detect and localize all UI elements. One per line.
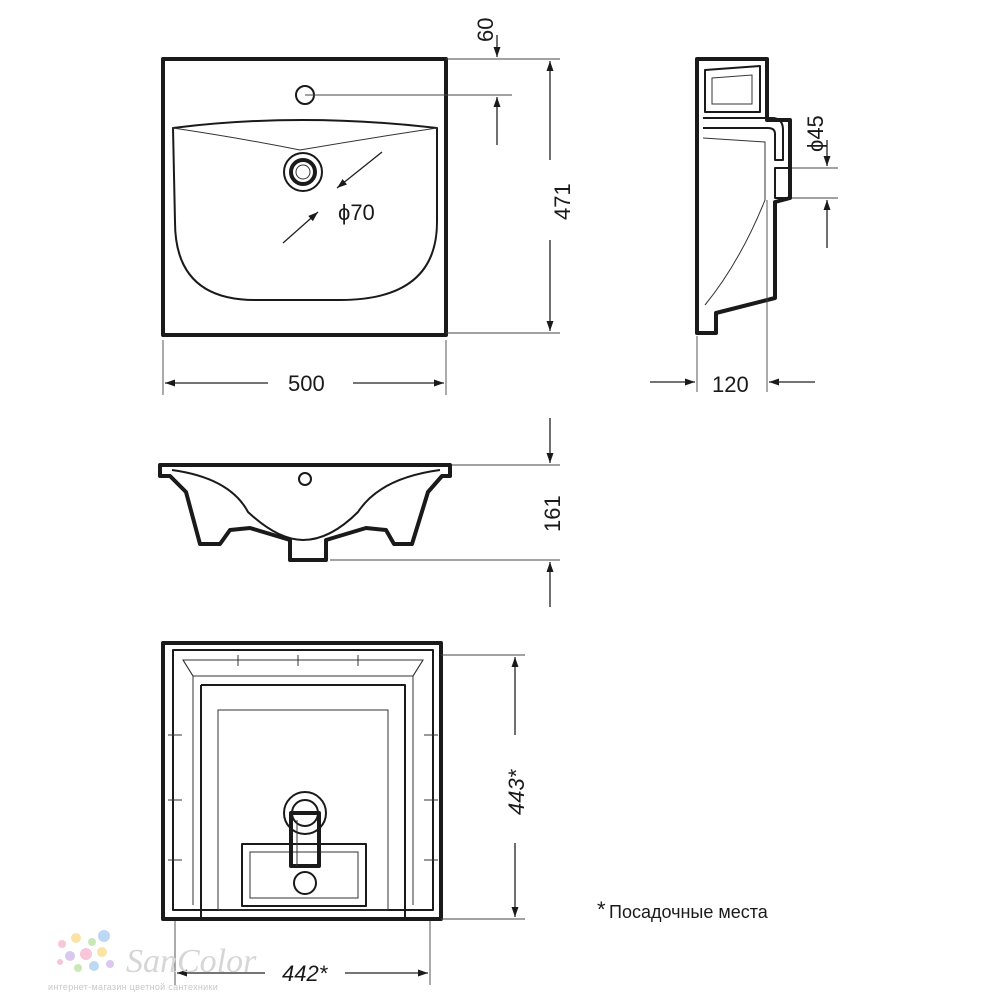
height-dimension-label: 471 (550, 183, 575, 220)
siphon-outlet-icon (283, 791, 327, 895)
brand-dot (89, 961, 99, 971)
front-profile (158, 463, 452, 562)
brand-dot (80, 948, 92, 960)
brand-dot (65, 951, 75, 961)
front-view: 161 (158, 418, 565, 607)
seating-note: * Посадочные места (597, 897, 769, 922)
mount-width-label: 442* (282, 961, 329, 986)
brand-name: SanColor (126, 943, 257, 980)
brand-dot (106, 960, 114, 968)
top-view: ϕ70 500 471 60 (161, 18, 575, 396)
overflow-diameter-label: ϕ45 (803, 115, 828, 152)
brand-dot (71, 933, 81, 943)
side-view: 120 ϕ45 (650, 57, 838, 397)
tap-offset-label: 60 (473, 18, 498, 42)
brand-dot (74, 964, 82, 972)
bottom-view: 443* 442* (161, 641, 529, 986)
brand-dots-icon (57, 930, 114, 972)
bowl-outline-top (172, 119, 438, 301)
brand-dot (97, 947, 107, 957)
brand-tagline: интернет-магазин цветной сантехники (48, 982, 218, 992)
watermark: SanColor интернет-магазин цветной сантех… (48, 930, 257, 992)
drain-diameter-label: ϕ70 (338, 200, 375, 225)
brand-dot (88, 938, 96, 946)
width-dimension-label: 500 (288, 371, 325, 396)
note-asterisk: * (597, 897, 606, 922)
basin-outline-top (161, 57, 448, 337)
mounting-plate (241, 843, 367, 907)
bowl-rim-top (172, 127, 438, 151)
drain-icon (283, 152, 323, 192)
side-profile (695, 57, 792, 335)
tap-hole-front-icon (298, 472, 312, 486)
brand-dot (58, 940, 66, 948)
brand-dot (57, 959, 63, 965)
side-depth-label: 120 (712, 372, 749, 397)
brand-dot (98, 930, 110, 942)
front-height-label: 161 (540, 495, 565, 532)
mount-depth-label: 443* (504, 768, 529, 815)
note-text: Посадочные места (609, 902, 769, 922)
